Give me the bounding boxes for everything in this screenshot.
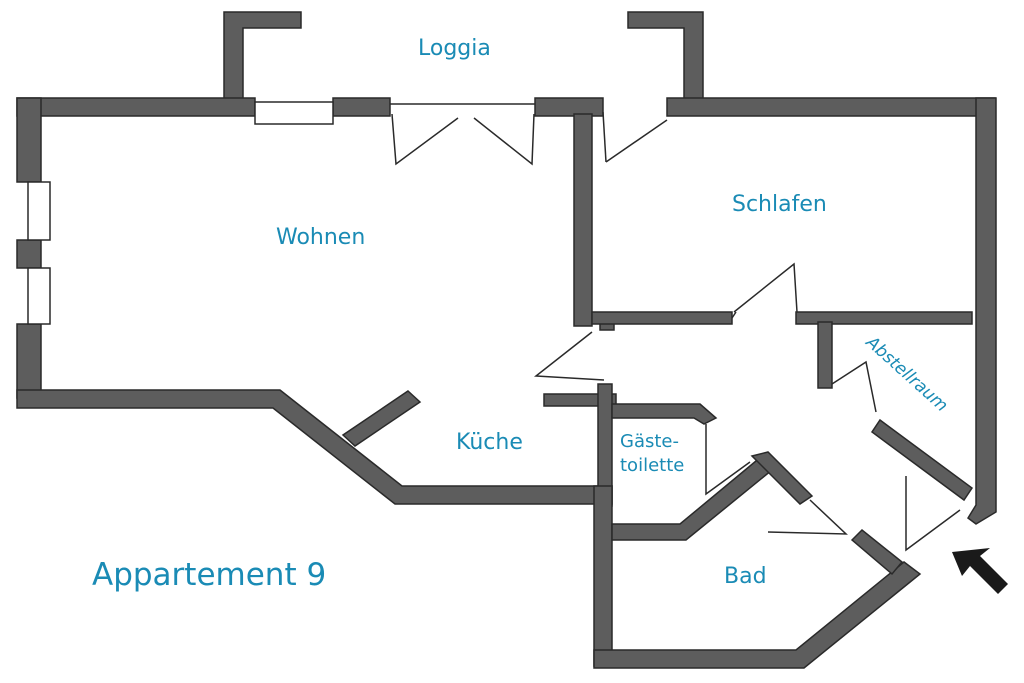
wall-left-bottom [16, 323, 42, 399]
wall-bath-left [593, 485, 613, 667]
door-bedroom-balcony-jamb [602, 111, 607, 163]
door-bath [767, 499, 848, 535]
wall-top-left [16, 97, 256, 117]
wall-bath-bottom [593, 561, 922, 669]
wall-bath-top-diagonal [750, 451, 814, 505]
plan-title: Appartement 9 [92, 557, 327, 593]
wall-top-right [666, 97, 996, 117]
wall-storage [817, 321, 833, 389]
wall-top-door-jamb [534, 97, 604, 117]
wall-wc-top [611, 403, 718, 425]
wall-storage-diagonal [870, 418, 974, 502]
door-loggia-leaf-left [391, 113, 459, 166]
wall-right [967, 97, 997, 525]
window-left-lower [27, 267, 51, 325]
wall-loggia-left [223, 11, 302, 101]
door-entrance [905, 476, 961, 552]
wall-bedroom-bottom-left [591, 311, 733, 325]
wall-top-mid [332, 97, 391, 117]
window-left-upper [27, 181, 51, 241]
wall-loggia-right [627, 11, 704, 101]
wall-bedroom-bottom-right [795, 311, 973, 325]
door-bedroom-balcony-leaf [605, 119, 668, 163]
wall-bath-door-jamb [850, 528, 904, 576]
room-label-loggia: Loggia [418, 36, 491, 61]
room-label-gaeste-line2: toilette [620, 455, 685, 477]
room-label-gaestetoilette: Gäste- toilette [620, 430, 684, 479]
door-living [533, 331, 605, 381]
wall-living-bedroom [573, 113, 593, 327]
door-loggia-leaf-right [473, 113, 535, 166]
room-label-wohnen: Wohnen [276, 225, 366, 250]
door-wc [705, 424, 751, 496]
room-label-schlafen: Schlafen [732, 192, 827, 217]
door-bedroom [733, 262, 798, 313]
entrance-arrow-icon [952, 548, 1008, 594]
window-top-left [254, 101, 334, 125]
door-storage [831, 360, 877, 413]
door-bedroom-sill [731, 311, 737, 319]
room-label-gaeste-line1: Gäste- [620, 431, 679, 452]
wall-left-mid [16, 239, 42, 269]
wall-left-top [16, 97, 42, 183]
wall-kitchen-stub [341, 390, 422, 447]
room-label-kueche: Küche [456, 430, 523, 455]
room-label-bad: Bad [724, 564, 767, 589]
